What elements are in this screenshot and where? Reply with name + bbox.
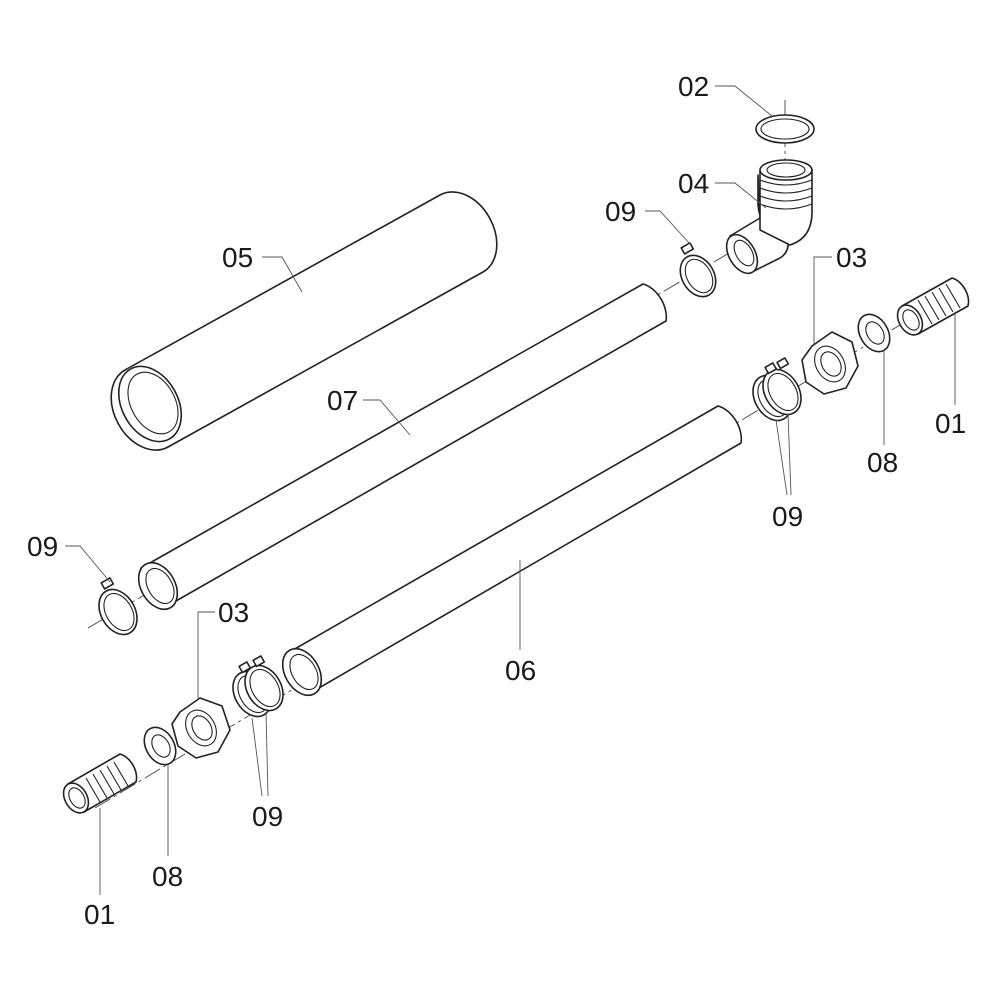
callout-03-right: 03 <box>836 242 867 273</box>
elbow-fitting-04 <box>725 159 813 275</box>
o-ring-02 <box>755 114 815 144</box>
callout-09-left: 09 <box>27 531 58 562</box>
hose-clamp-09-left <box>98 577 138 636</box>
pipe-05 <box>110 191 498 451</box>
callout-04: 04 <box>678 168 709 199</box>
pipe-07 <box>137 283 668 611</box>
callout-01-left: 01 <box>84 899 115 930</box>
hose-clamp-pair-09-left <box>232 655 284 718</box>
callout-03-left: 03 <box>218 597 249 628</box>
hex-nut-03-left <box>171 697 231 759</box>
callout-08-right: 08 <box>867 447 898 478</box>
washer-08-right <box>857 313 891 353</box>
hex-nut-03-right <box>801 331 859 395</box>
leader-lines <box>65 85 956 895</box>
callout-09-elbow: 09 <box>605 196 636 227</box>
callout-labels: 02 04 09 05 03 07 01 08 09 09 03 06 09 0… <box>27 71 966 930</box>
corrugated-adapter-01-right <box>896 277 970 336</box>
callout-02: 02 <box>678 71 709 102</box>
callout-01-right: 01 <box>935 408 966 439</box>
callout-05: 05 <box>222 242 253 273</box>
hose-clamp-pair-09-right <box>752 357 802 422</box>
callout-06: 06 <box>505 655 536 686</box>
pipe-06 <box>281 405 743 697</box>
washer-08-left <box>143 726 177 766</box>
callout-09-right-pair: 09 <box>772 501 803 532</box>
callout-09-left-pair: 09 <box>252 801 283 832</box>
corrugated-adapter-01-left <box>62 753 138 814</box>
hose-clamp-09-elbow <box>679 242 717 298</box>
callout-08-left: 08 <box>152 861 183 892</box>
callout-07: 07 <box>327 385 358 416</box>
